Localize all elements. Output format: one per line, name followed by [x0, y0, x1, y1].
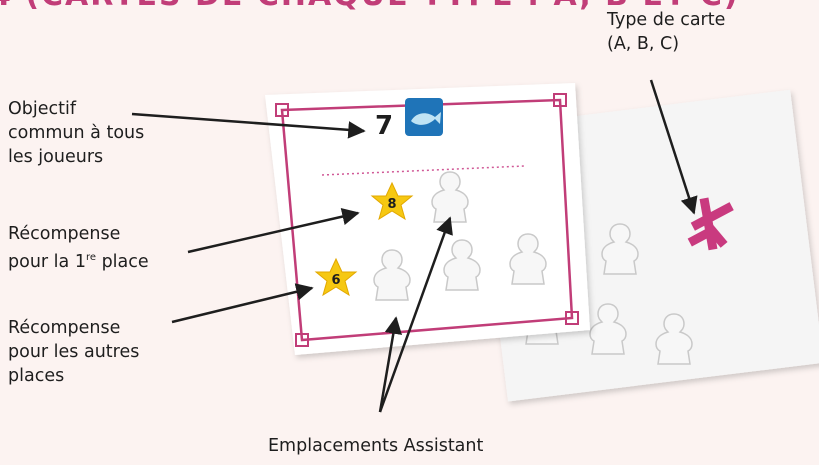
other-places-reward-star: 6 [314, 257, 358, 297]
fish-icon [405, 98, 443, 136]
label-objective: Objectif commun à tous les joueurs [8, 99, 145, 167]
label-other-places-reward: Récompense pour les autres places [8, 318, 140, 386]
label-first-place-suffix: place [96, 251, 149, 272]
first-place-reward-star: 8 [370, 181, 414, 221]
label-assistant-slots: Emplacements Assistant [268, 436, 484, 456]
label-first-place-sup: re [85, 252, 96, 263]
header-title-fragment: 4 (CARTES DE CHAQUE TYPE : A, B ET C) [0, 0, 740, 13]
card-type-arrow [649, 79, 698, 215]
label-first-place-reward: Récompense pour la 1re place [8, 222, 149, 274]
assistant-slot-arrow-right [378, 216, 453, 413]
label-first-place-prefix: Récompense pour la 1 [8, 224, 121, 272]
card-type-a-glyph [687, 197, 734, 251]
front-card-border [280, 98, 574, 342]
other-places-arrow [171, 283, 314, 324]
border-corner-ornaments [275, 93, 579, 347]
label-card-type: Type de carte (A, B, C) [607, 10, 726, 54]
other-places-reward-value: 6 [331, 273, 340, 288]
assistant-slot-arrow-left [378, 316, 402, 413]
objective-value: 7 [375, 111, 393, 141]
card-divider [321, 165, 525, 176]
first-place-arrow [187, 207, 360, 254]
first-place-reward-value: 8 [387, 197, 396, 212]
objective-arrow [131, 112, 366, 139]
